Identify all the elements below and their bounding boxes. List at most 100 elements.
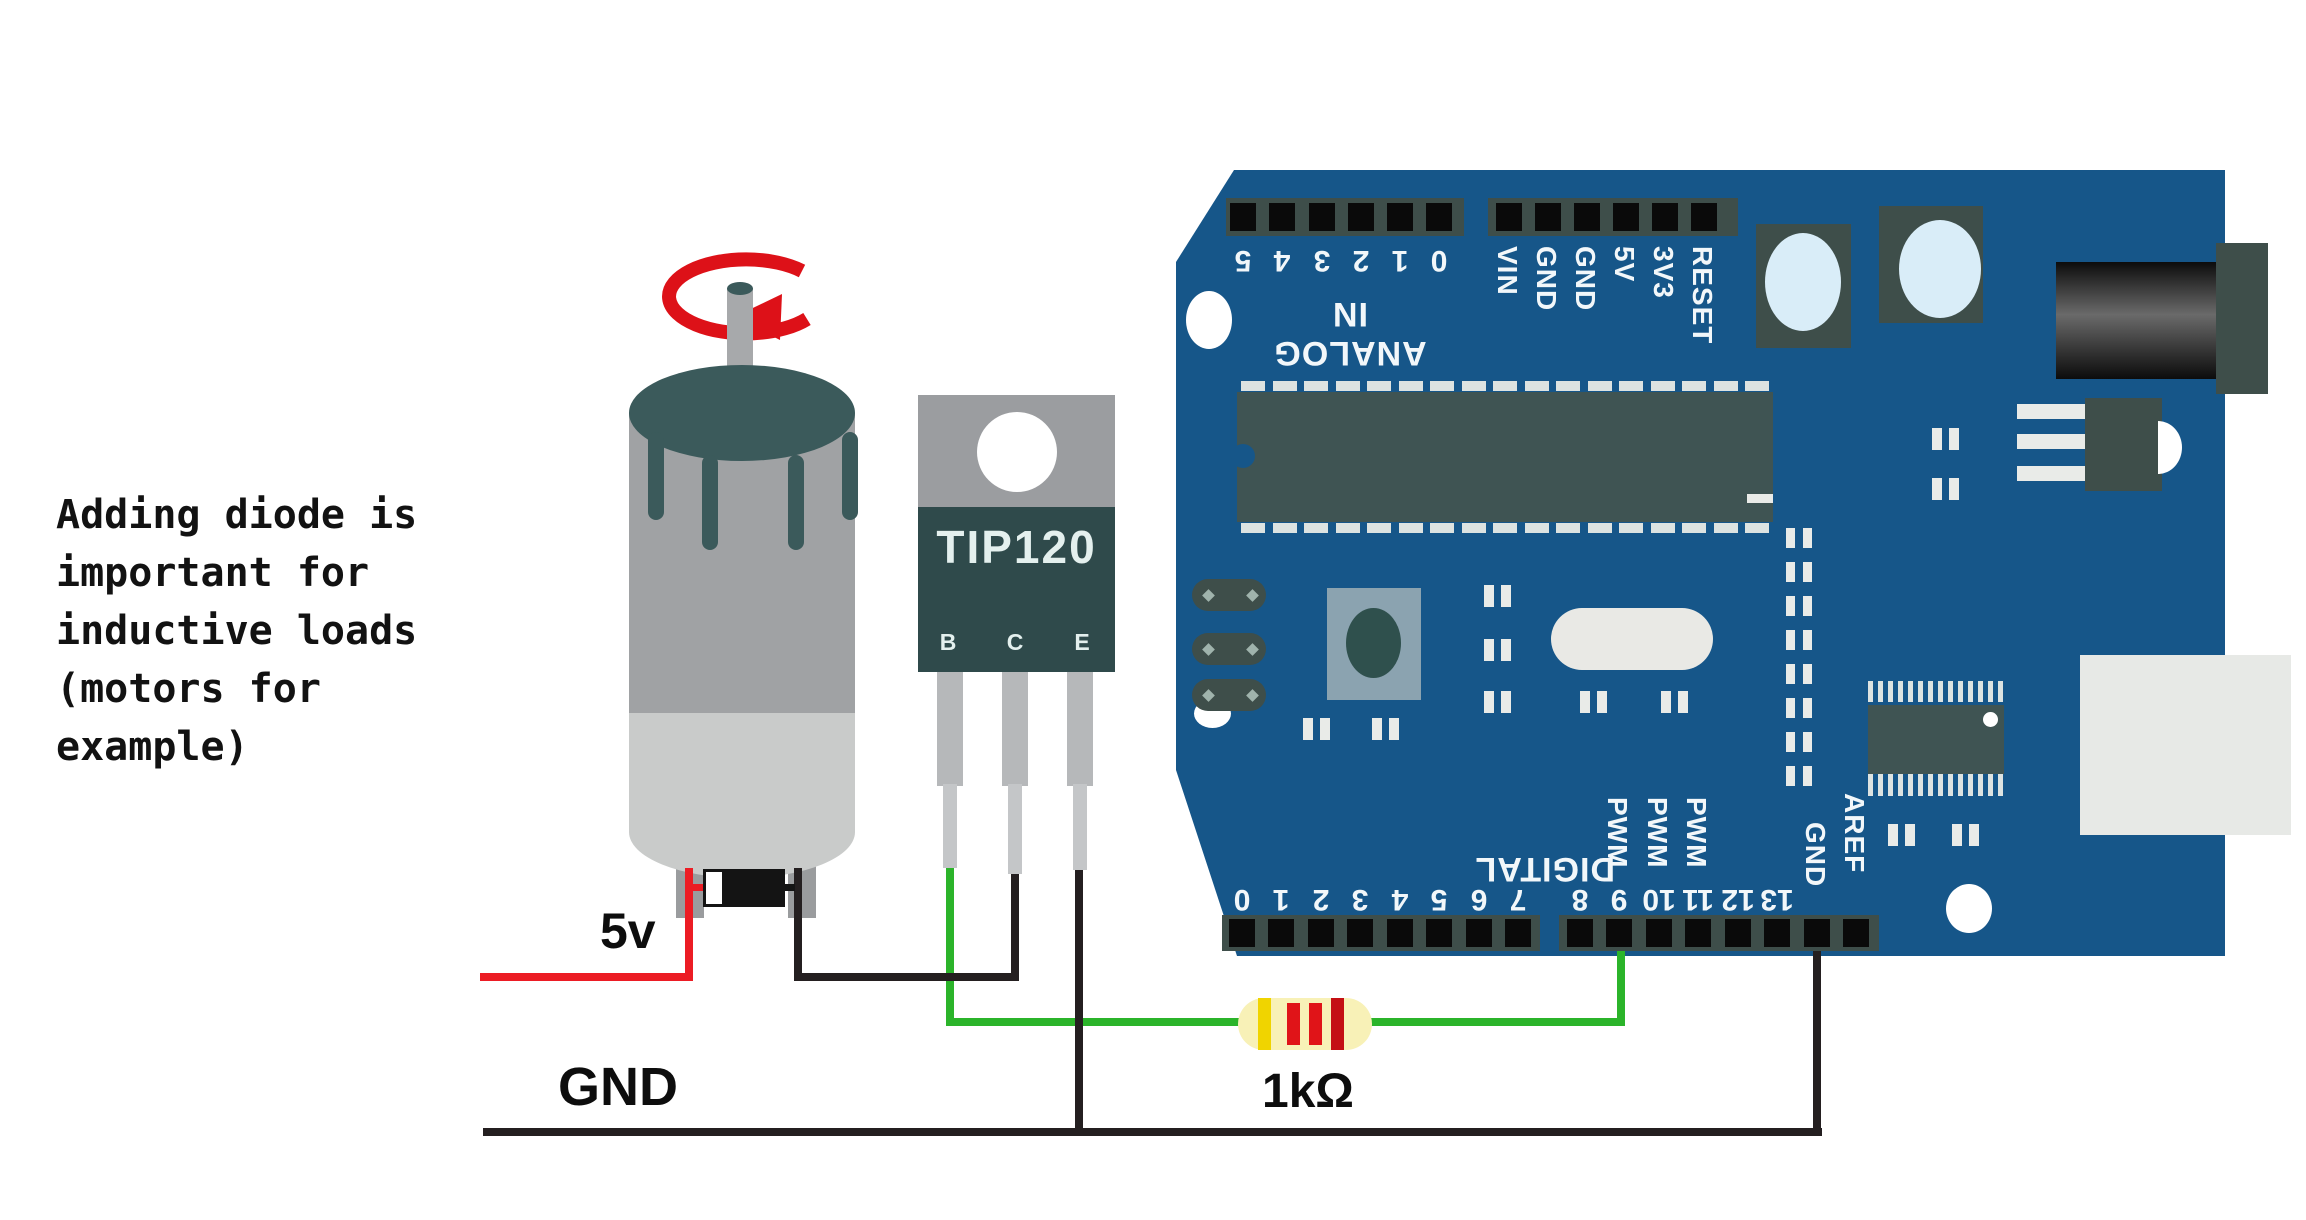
ic-pin-dash: [1493, 523, 1517, 533]
analog-pin-label: 4: [1273, 244, 1291, 277]
ic-pin-dash: [1524, 523, 1549, 533]
ic-pin-dash: [1745, 523, 1769, 533]
smd-component: [1905, 824, 1915, 846]
via-pair: [1803, 766, 1812, 786]
diode-cathode-band: [706, 872, 722, 904]
ic-pin-dash: [1619, 381, 1643, 391]
usb-connector: [2080, 655, 2291, 835]
serial-ic-pin: [1908, 681, 1913, 702]
smd-pad: [1747, 494, 1773, 503]
analog-pin: [1348, 203, 1374, 231]
transistor-leg-b: [937, 672, 963, 786]
smd-component: [1389, 718, 1399, 740]
ic-pin-dash: [1713, 381, 1738, 391]
voltage-regulator: [2085, 398, 2162, 491]
flyback-diode: [693, 869, 795, 907]
motor-top: [629, 365, 855, 461]
serial-ic: [1868, 705, 2004, 774]
voltage-regulator-leg: [2017, 466, 2085, 481]
serial-ic-pin: [1928, 681, 1933, 702]
wire-black-collector-h: [794, 973, 1019, 981]
smd-component: [1888, 824, 1898, 846]
via-pair: [1803, 698, 1812, 718]
digital-pin-label: 5: [1430, 883, 1448, 916]
resistor-band-red: [1309, 1003, 1322, 1045]
smd-component: [1501, 585, 1511, 607]
ic-pin-dash: [1493, 381, 1517, 391]
serial-ic-pin: [1998, 681, 2003, 702]
transistor-leg-b-tip: [943, 784, 957, 868]
wire-black-collector-v: [1011, 872, 1019, 981]
ic-pin-dash: [1272, 381, 1297, 391]
transistor-leg-c-tip: [1008, 784, 1022, 874]
via-pair: [1786, 766, 1795, 786]
digital-pin: [1347, 919, 1373, 947]
analog-pin: [1387, 203, 1413, 231]
analog-pin: [1426, 203, 1452, 231]
digital-pin-label: 10: [1642, 883, 1676, 916]
smd-component: [1969, 824, 1979, 846]
ic-pin-dash: [1241, 523, 1265, 533]
power-pin-label: RESET: [1687, 246, 1718, 345]
transistor-pin-label: E: [1074, 629, 1090, 655]
resistor-band-yellow: [1258, 998, 1271, 1050]
smd-component: [1932, 428, 1942, 450]
analog-pin: [1309, 203, 1335, 231]
serial-ic-pin: [1968, 681, 1973, 702]
power-pin: [1535, 203, 1561, 231]
via-pair: [1803, 630, 1812, 650]
wire-green-pin9: [1617, 935, 1625, 1026]
wire-black-gnd-pin: [1813, 935, 1821, 1136]
wire-black-motor: [794, 868, 802, 981]
reset-button: [1346, 608, 1401, 678]
gnd-pin-label: GND: [1800, 822, 1831, 888]
mounting-hole: [1186, 291, 1232, 349]
motor-vent-slot: [842, 432, 858, 520]
smd-component: [1932, 478, 1942, 500]
digital-pin: [1685, 919, 1711, 947]
via-pair: [1803, 664, 1812, 684]
smd-component: [1501, 691, 1511, 713]
serial-ic-pin: [1988, 681, 1993, 702]
ic-pin-dash: [1335, 523, 1360, 533]
digital-pin-label: 2: [1312, 883, 1330, 916]
ic-pin-dash: [1461, 381, 1486, 391]
smd-component: [1372, 718, 1382, 740]
power-pin-label: GND: [1570, 246, 1601, 312]
via-pair: [1803, 562, 1812, 582]
serial-ic-pin: [1978, 774, 1983, 796]
transistor-pin-label: C: [1006, 629, 1024, 655]
via-pair: [1786, 528, 1795, 548]
digital-pin: [1426, 919, 1452, 947]
smd-component: [1484, 691, 1494, 713]
ic-pin-dash: [1430, 381, 1454, 391]
serial-ic-pin: [1928, 774, 1933, 796]
analog-pin-label: 2: [1352, 244, 1370, 277]
ic-pin-dash: [1713, 523, 1738, 533]
mounting-hole: [1946, 884, 1992, 933]
ic-pin-dash: [1556, 381, 1580, 391]
digital-pin: [1843, 919, 1869, 947]
ic-pin-dash: [1430, 523, 1454, 533]
serial-ic-pin: [1868, 681, 1873, 702]
smd-component: [1484, 585, 1494, 607]
ic-pin-dash: [1682, 381, 1706, 391]
motor-vent-slot: [648, 432, 664, 520]
via-pair: [1786, 664, 1795, 684]
digital-pin-label: 3: [1351, 883, 1369, 916]
ic-pin-dash: [1304, 523, 1328, 533]
via-pair: [1786, 562, 1795, 582]
ic-pin-dash: [1650, 523, 1675, 533]
wire-black-emitter: [1075, 868, 1083, 1136]
via-pair: [1786, 698, 1795, 718]
wire-red-vertical: [685, 868, 693, 981]
power-pin: [1652, 203, 1678, 231]
digital-pin: [1387, 919, 1413, 947]
serial-ic-pin: [1948, 681, 1953, 702]
via-pair: [1803, 596, 1812, 616]
ic-notch: [1231, 444, 1255, 468]
serial-ic-pin: [1878, 774, 1883, 796]
digital-pin: [1268, 919, 1294, 947]
power-pin: [1574, 203, 1600, 231]
power-pin-label: VIN: [1492, 246, 1523, 296]
